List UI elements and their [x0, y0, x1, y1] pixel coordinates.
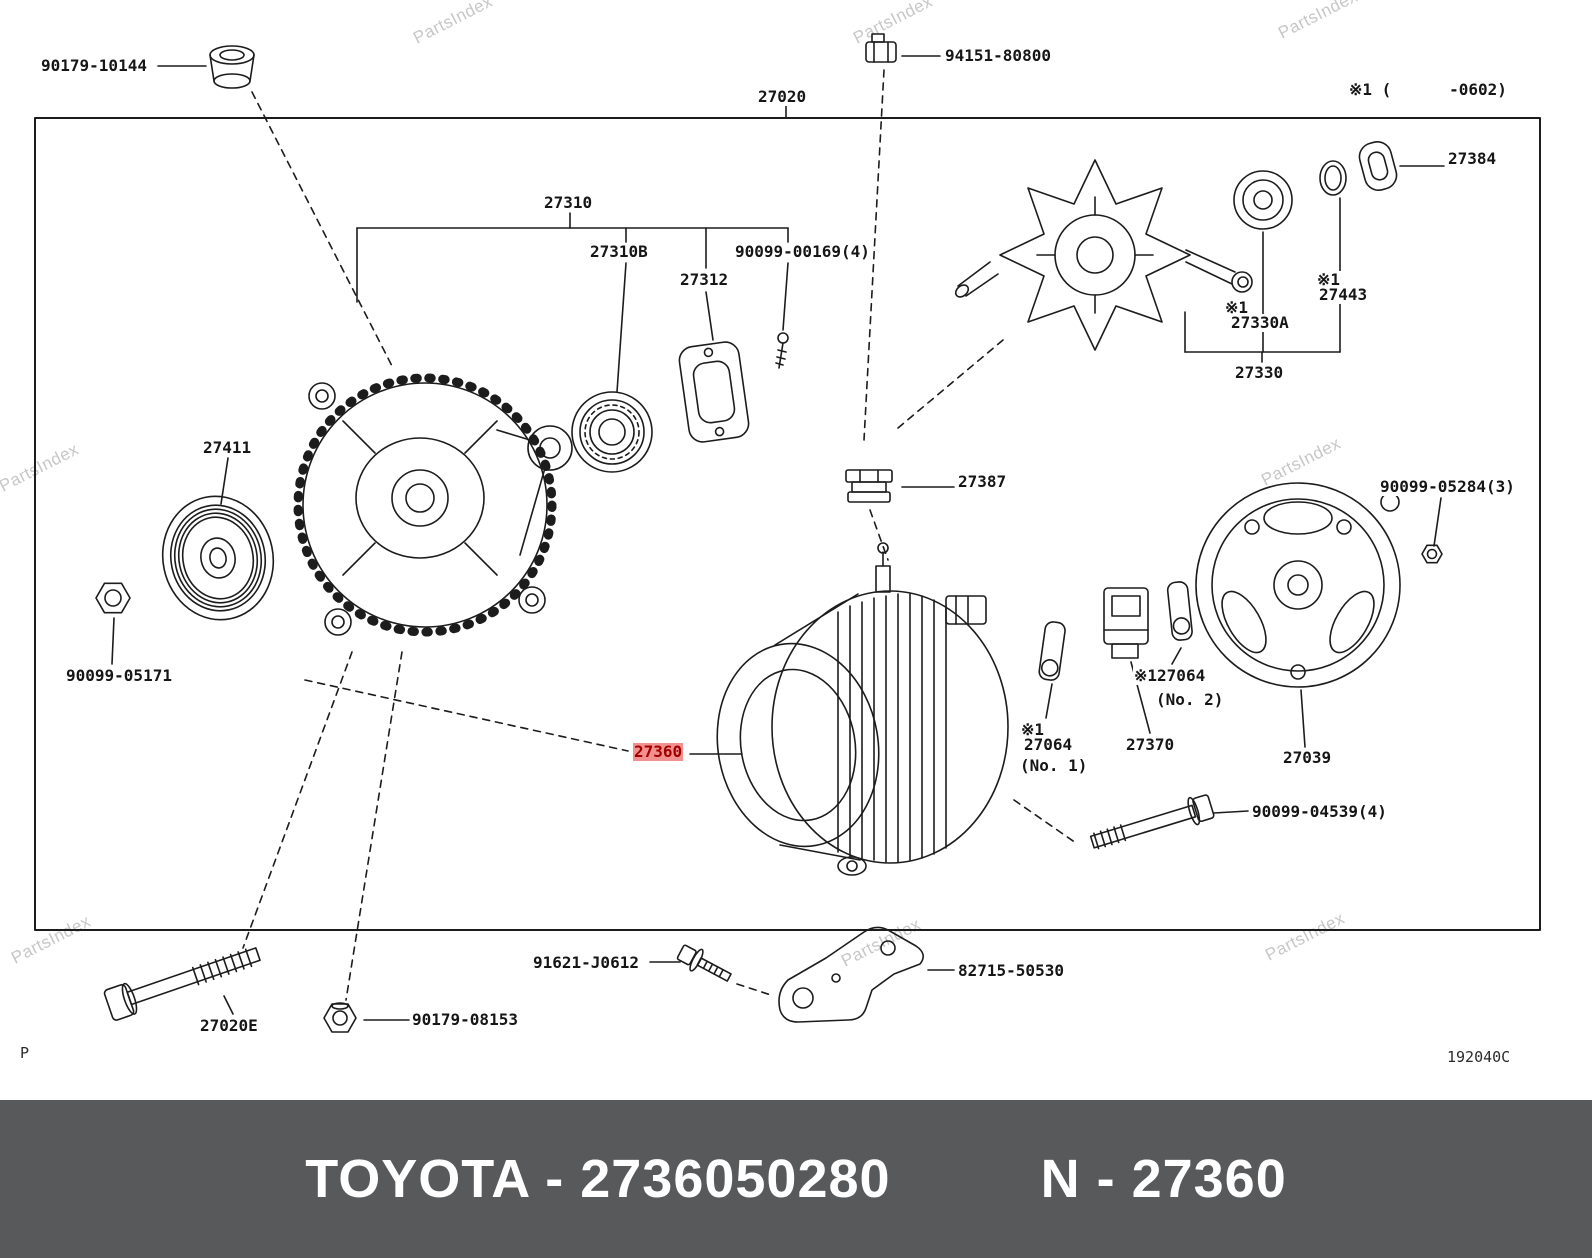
part-label-82715-50530[interactable]: 82715-50530 [957, 961, 1065, 980]
drawing-retainer-screw [775, 332, 789, 369]
drawing-pulley [161, 495, 275, 621]
part-label-27020[interactable]: 27020 [757, 87, 808, 106]
drawing-through-bolt [1089, 794, 1215, 850]
part-label-27039[interactable]: 27039 [1282, 748, 1333, 767]
part-label-27360-highlighted[interactable]: 27360 [633, 742, 684, 761]
part-label-90099-05171[interactable]: 90099-05171 [65, 666, 173, 685]
note-ref1-27330A: ※1 [1224, 298, 1250, 317]
part-label-90099-00169[interactable]: 90099-00169(4) [734, 242, 871, 261]
note-ref1-27443: ※1 [1316, 270, 1342, 289]
drawing-brush-terminal-2 [1166, 581, 1193, 641]
note-applicability: ※1 ( -0602) [1348, 80, 1508, 99]
drawing-bearing-cover [1358, 141, 1398, 191]
drawing-mount-bolt [103, 947, 261, 1021]
drawing-terminal-clip [865, 33, 897, 63]
drawing-rotor [954, 159, 1253, 351]
part-label-27370[interactable]: 27370 [1125, 735, 1176, 754]
drawing-bearing-retainer [678, 341, 750, 443]
drawing-bearing-ring [1319, 160, 1347, 196]
part-label-27064-no2-sub: (No. 2) [1155, 690, 1225, 709]
drawing-terminal-insulator [845, 469, 893, 503]
part-label-27020E[interactable]: 27020E [199, 1016, 259, 1035]
footer-banner: TOYOTA - 2736050280 N - 27360 [0, 1100, 1592, 1258]
drawing-stator [716, 542, 1009, 876]
drawing-brush-terminal-1 [1038, 621, 1066, 681]
note-ref1-27064: ※1 [1020, 720, 1046, 739]
leader-lines [111, 55, 1445, 1021]
drawing-brush-holder [1103, 587, 1149, 659]
part-label-94151-80800[interactable]: 94151-80800 [944, 46, 1052, 65]
drawing-rear-cover [1195, 482, 1401, 688]
diagram-border-box [34, 117, 1541, 931]
part-label-90099-04539[interactable]: 90099-04539(4) [1251, 802, 1388, 821]
part-label-90179-08153[interactable]: 90179-08153 [411, 1010, 519, 1029]
part-label-27411[interactable]: 27411 [202, 438, 253, 457]
part-label-27064-no2[interactable]: ※127064 [1133, 666, 1207, 685]
drawing-alternator-bracket [778, 926, 924, 1023]
exploded-view-canvas [34, 33, 1541, 1033]
part-label-27310B[interactable]: 27310B [589, 242, 649, 261]
assembly-dashed-lines [242, 69, 1077, 1001]
drawing-rear-bearing [1233, 170, 1293, 230]
part-label-27064-no1-sub: (No. 1) [1019, 756, 1089, 775]
drawing-cover-nut [1421, 544, 1443, 564]
drawing-adjust-bolt [676, 944, 732, 982]
part-label-27384[interactable]: 27384 [1447, 149, 1498, 168]
page-mark-left: P [20, 1044, 30, 1062]
figure-code: 192040C [1447, 1048, 1511, 1066]
drawing-mount-nut [323, 1002, 357, 1033]
part-label-27310[interactable]: 27310 [543, 193, 594, 212]
drawing-front-bracket [293, 373, 573, 637]
part-label-27387[interactable]: 27387 [957, 472, 1008, 491]
footer-part-reference: N - 27360 [1040, 1149, 1287, 1209]
part-label-90099-05284[interactable]: 90099-05284(3) [1379, 477, 1516, 496]
drawing-front-bearing [571, 391, 653, 473]
part-label-27443[interactable]: 27443 [1318, 285, 1369, 304]
part-label-91621-J0612[interactable]: 91621-J0612 [532, 953, 640, 972]
drawing-pulley-nut [95, 582, 131, 614]
footer-part-title: TOYOTA - 2736050280 [305, 1149, 891, 1209]
part-label-27312[interactable]: 27312 [679, 270, 730, 289]
part-label-90179-10144[interactable]: 90179-10144 [40, 56, 148, 75]
part-label-27330[interactable]: 27330 [1234, 363, 1285, 382]
part-label-27330A[interactable]: 27330A [1230, 313, 1290, 332]
drawing-plug-cap [209, 45, 255, 89]
part-label-27064-no1[interactable]: 27064 [1023, 735, 1074, 754]
